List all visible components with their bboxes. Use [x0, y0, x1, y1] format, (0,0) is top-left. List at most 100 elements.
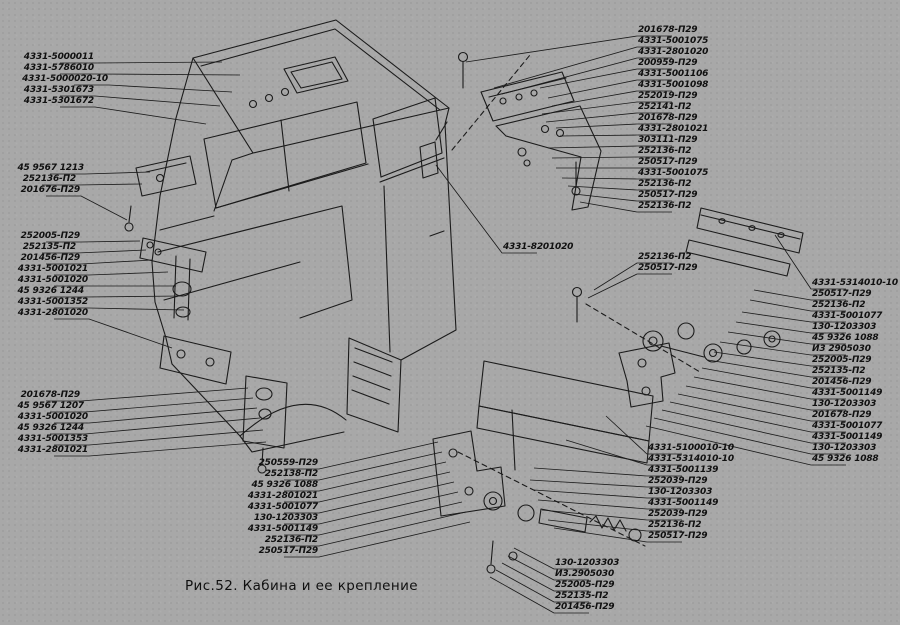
- leader-line: [284, 441, 439, 470]
- leader-line: [547, 519, 682, 532]
- part-label: И3 2905030: [812, 344, 871, 354]
- leader-line: [701, 367, 846, 389]
- part-label: 130-1203303: [812, 443, 877, 453]
- part-label: 250517-П29: [638, 190, 698, 200]
- leader-line: [50, 417, 261, 435]
- part-label: 4331-5001075: [638, 36, 709, 46]
- roof-hatch: [283, 56, 349, 94]
- leader-line: [284, 471, 451, 503]
- leader-line: [567, 185, 672, 191]
- part-label: 201456-П29: [812, 377, 872, 387]
- bolt-head: [571, 186, 581, 196]
- part-label: 252019-П29: [638, 91, 698, 101]
- part-label: 252135-П2: [555, 591, 609, 601]
- part-label: 303111-П29: [638, 135, 698, 145]
- part-label: 252141-П2: [638, 102, 692, 112]
- leader-line: [46, 387, 249, 402]
- part-label: И3.2905030: [555, 569, 615, 579]
- leader-line: [685, 385, 846, 411]
- part-label: 130-1203303: [812, 399, 877, 409]
- part-label: 250517-П29: [648, 531, 708, 541]
- front-torsion-mount: [139, 237, 207, 321]
- part-label: 252136-П2: [638, 252, 692, 262]
- leader-line: [774, 234, 846, 290]
- rear-support-lock-assembly: [432, 360, 654, 574]
- leader-line: [661, 409, 846, 444]
- leader-line: [533, 467, 682, 477]
- leader-line: [46, 195, 128, 221]
- leader-line: [54, 307, 185, 311]
- lower-left-bracket: [159, 335, 232, 385]
- leader-line: [435, 164, 537, 254]
- part-label: 201678-П29: [812, 410, 872, 420]
- part-label: 4331-5001149: [812, 388, 883, 398]
- part-label: 252135-П2: [22, 242, 77, 252]
- part-label: 4331-5100010-10: [648, 443, 734, 453]
- side-window: [372, 97, 443, 178]
- leader-line: [653, 417, 846, 455]
- part-label: 4331-5001106: [638, 69, 709, 79]
- part-label: 200959-П29: [638, 58, 698, 68]
- leader-line: [501, 57, 672, 95]
- part-label: 4331-5000020-10: [22, 74, 108, 84]
- leader-line: [507, 555, 589, 581]
- leader-line: [573, 193, 672, 202]
- bolt-head: [571, 286, 583, 298]
- leader-line: [284, 511, 467, 547]
- upper-mount-assembly: [451, 51, 602, 211]
- part-label: 201456-П29: [555, 602, 615, 612]
- leader-line: [645, 425, 846, 466]
- leader-line: [60, 95, 221, 107]
- part-label: 4331-5786010: [23, 63, 94, 73]
- bolt-head: [124, 222, 134, 232]
- leader-line: [284, 481, 455, 514]
- part-label: 201678-П29: [20, 390, 81, 400]
- part-label: 45 9567 1213: [17, 163, 85, 173]
- part-label: 250559-П29: [258, 458, 319, 468]
- leader-line: [587, 273, 672, 299]
- part-label: 250517-П29: [258, 546, 319, 556]
- part-label: 45 9326 1088: [812, 333, 879, 343]
- leader-line: [541, 509, 682, 521]
- part-label: 252135-П2: [812, 366, 866, 376]
- part-label: 250517-П29: [638, 263, 698, 273]
- part-label: 4331-5001149: [812, 432, 883, 442]
- leader-line: [493, 46, 672, 89]
- part-label: 252005-П29: [20, 231, 81, 241]
- bolt-head: [257, 464, 267, 474]
- part-label: 4331-5001353: [17, 434, 88, 444]
- part-label: 45 9326 1244: [17, 423, 85, 433]
- leader-line: [54, 407, 258, 424]
- leader-line: [42, 183, 143, 186]
- leader-line: [593, 262, 672, 291]
- part-label: 4331-5314010-10: [812, 278, 898, 288]
- part-label: 4331-5001077: [812, 311, 883, 321]
- leader-line: [537, 499, 682, 510]
- leader-line: [735, 321, 846, 334]
- cab-door: [372, 97, 457, 361]
- part-label: 4331-2801020: [638, 47, 709, 57]
- part-label: 4331-2801021: [247, 491, 318, 501]
- cab-roof: [192, 19, 450, 154]
- leader-line: [539, 68, 672, 89]
- leader-line: [677, 393, 846, 422]
- leader-line: [50, 397, 254, 413]
- part-label: 130-1203303: [648, 487, 713, 497]
- part-label: 130-1203303: [812, 322, 877, 332]
- leader-line: [284, 451, 443, 481]
- part-label: 252039-П29: [648, 476, 708, 486]
- part-label: 4331-5000011: [23, 52, 94, 62]
- leader-line: [707, 359, 846, 378]
- leader-line: [284, 491, 459, 525]
- leader-line: [284, 501, 463, 536]
- part-label: 252136-П2: [638, 179, 692, 189]
- leader-line: [741, 311, 846, 323]
- part-label: 252136-П2: [648, 520, 702, 530]
- part-label: 45 9567 1207: [17, 401, 85, 411]
- part-label: 201678-П29: [638, 113, 698, 123]
- leader-line: [749, 299, 846, 312]
- leader-line: [553, 527, 682, 543]
- rear-torsion-linkage: [571, 207, 804, 408]
- leader-lines: [42, 35, 846, 614]
